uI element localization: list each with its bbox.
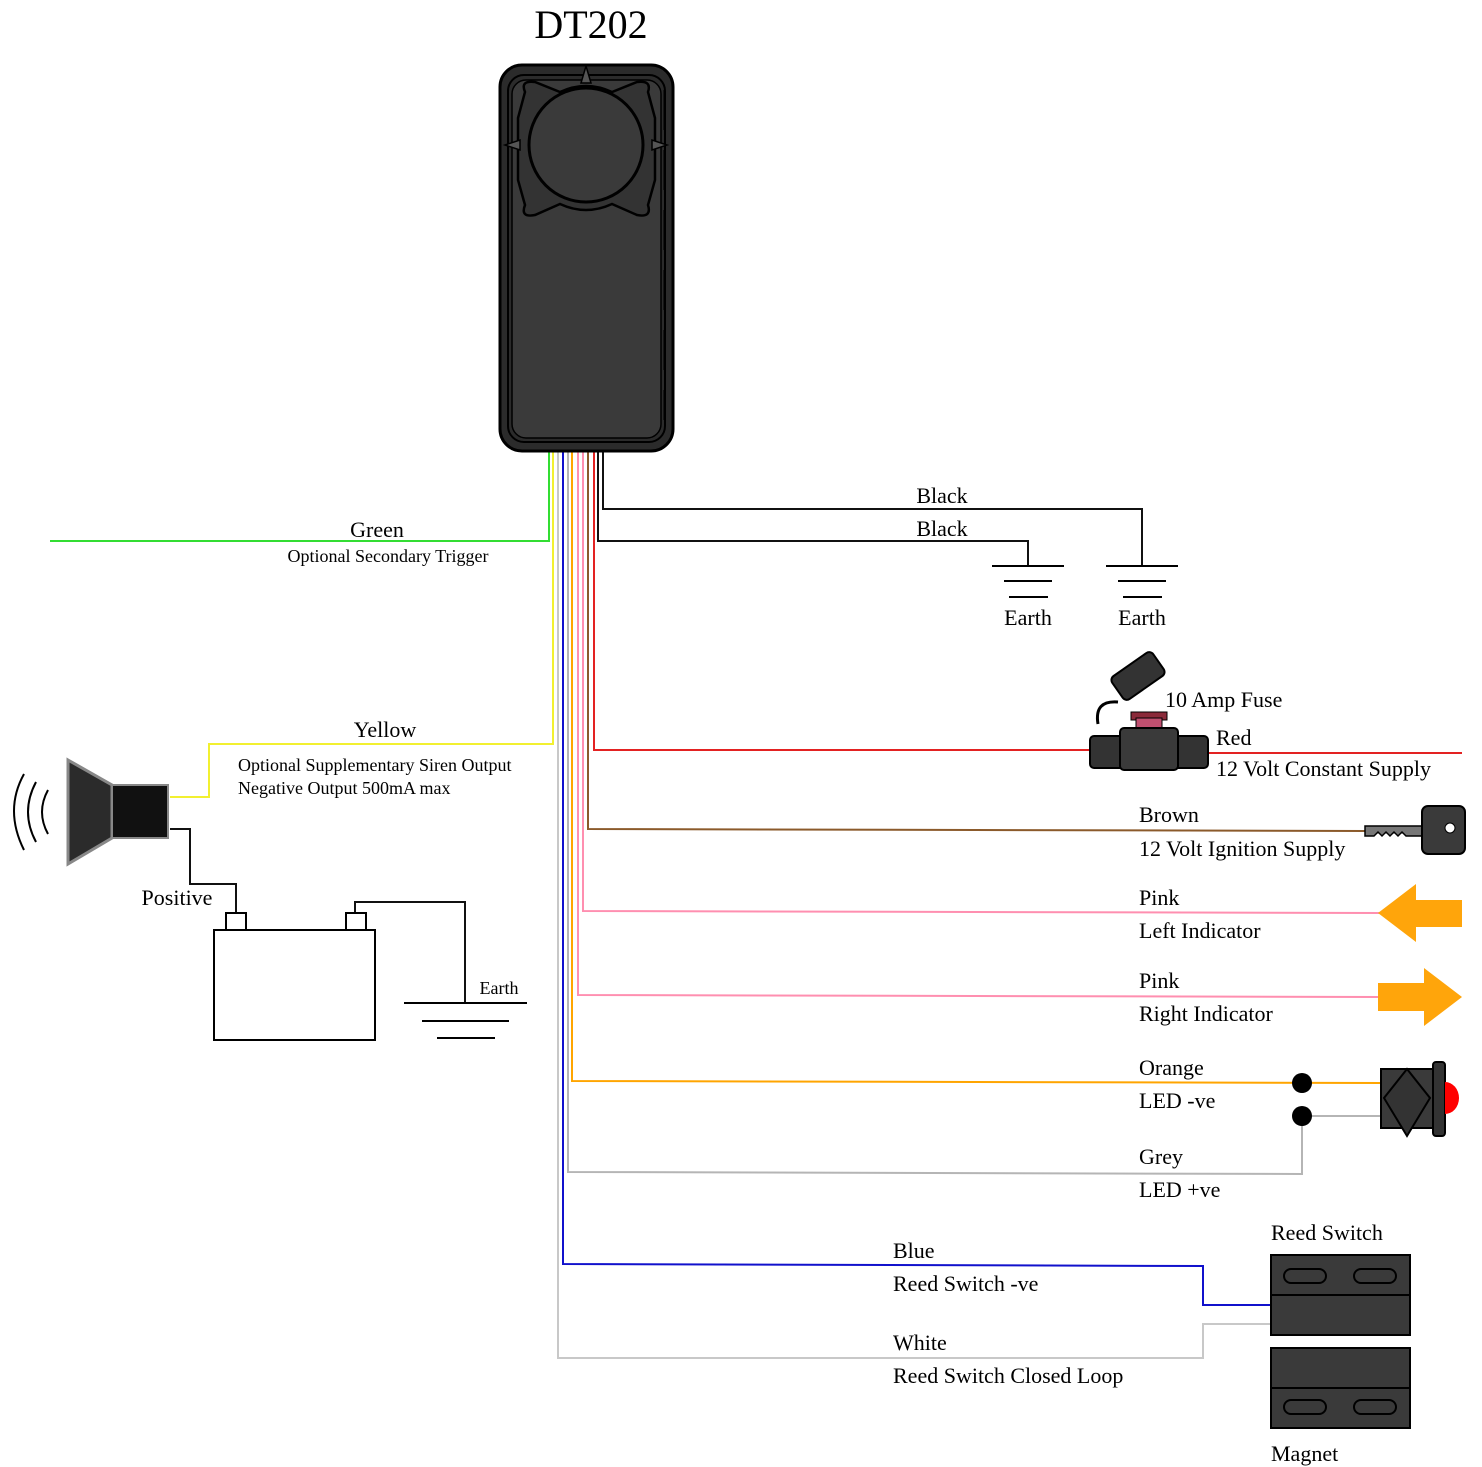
fuse-label: 10 Amp Fuse — [1165, 687, 1282, 712]
device-title: DT202 — [534, 2, 647, 47]
orange-wire-label: Orange — [1139, 1055, 1204, 1080]
blue-wire — [562, 452, 1271, 1306]
siren-negative-wire — [170, 828, 237, 913]
pink-right-wire — [577, 452, 1381, 998]
red-wire-label: Red — [1216, 725, 1251, 750]
white-wire-label: White — [893, 1330, 947, 1355]
reed-switch-label: Reed Switch — [1271, 1220, 1383, 1245]
brown-wire — [587, 452, 1366, 832]
dt202-device — [498, 63, 675, 453]
earth-symbol-3 — [404, 1002, 527, 1039]
green-wire — [50, 452, 550, 542]
red-wire-desc: 12 Volt Constant Supply — [1216, 756, 1431, 781]
earth-label-3: Earth — [480, 978, 519, 998]
green-wire-desc: Optional Secondary Trigger — [288, 546, 489, 566]
red-wire — [593, 452, 1097, 751]
earth-label-2: Earth — [1118, 605, 1166, 630]
black-wire-1 — [597, 452, 1029, 566]
brown-wire-desc: 12 Volt Ignition Supply — [1139, 836, 1345, 861]
orange-wire-desc: LED -ve — [1139, 1088, 1215, 1113]
yellow-wire — [170, 452, 554, 798]
siren-icon — [13, 757, 169, 867]
led-icon — [1380, 1061, 1459, 1138]
pink-right-wire-desc: Right Indicator — [1139, 1001, 1273, 1026]
grey-led-terminal — [1292, 1106, 1312, 1126]
blue-wire-label: Blue — [893, 1238, 935, 1263]
grey-wire-label: Grey — [1139, 1144, 1183, 1169]
positive-label: Positive — [142, 885, 213, 910]
brown-wire-label: Brown — [1139, 802, 1199, 827]
green-wire-label: Green — [350, 517, 404, 542]
earth-label-1: Earth — [1004, 605, 1052, 630]
reed-switch-icon — [1270, 1254, 1411, 1336]
black-wire-label-1: Black — [916, 483, 967, 508]
blue-wire-desc: Reed Switch -ve — [893, 1271, 1038, 1296]
earth-symbol-2 — [1106, 565, 1178, 598]
grey-wire — [567, 452, 1303, 1176]
key-icon — [1364, 805, 1466, 855]
right-arrow-icon — [1378, 968, 1462, 1026]
yellow-wire-label: Yellow — [354, 717, 417, 742]
left-arrow-icon — [1378, 884, 1462, 942]
pink-right-wire-label: Pink — [1139, 968, 1179, 993]
yellow-wire-desc-1: Optional Supplementary Siren Output — [238, 755, 511, 775]
pink-left-wire-label: Pink — [1139, 885, 1179, 910]
pink-left-wire-desc: Left Indicator — [1139, 918, 1261, 943]
grey-wire-desc: LED +ve — [1139, 1177, 1220, 1202]
yellow-wire-desc-2: Negative Output 500mA max — [238, 778, 450, 798]
fuse-holder — [1089, 651, 1209, 771]
black-wire-2 — [602, 452, 1143, 566]
pink-left-wire — [582, 452, 1381, 914]
white-wire-desc: Reed Switch Closed Loop — [893, 1363, 1123, 1388]
magnet-label: Magnet — [1271, 1441, 1338, 1466]
battery-icon — [213, 912, 376, 1041]
earth-symbol-1 — [992, 565, 1064, 598]
black-wire-label-2: Black — [916, 516, 967, 541]
magnet-icon — [1270, 1347, 1411, 1429]
orange-led-terminal — [1292, 1073, 1312, 1093]
white-wire — [557, 452, 1271, 1359]
orange-wire — [571, 452, 1382, 1084]
battery-earth-wire — [354, 901, 466, 1003]
